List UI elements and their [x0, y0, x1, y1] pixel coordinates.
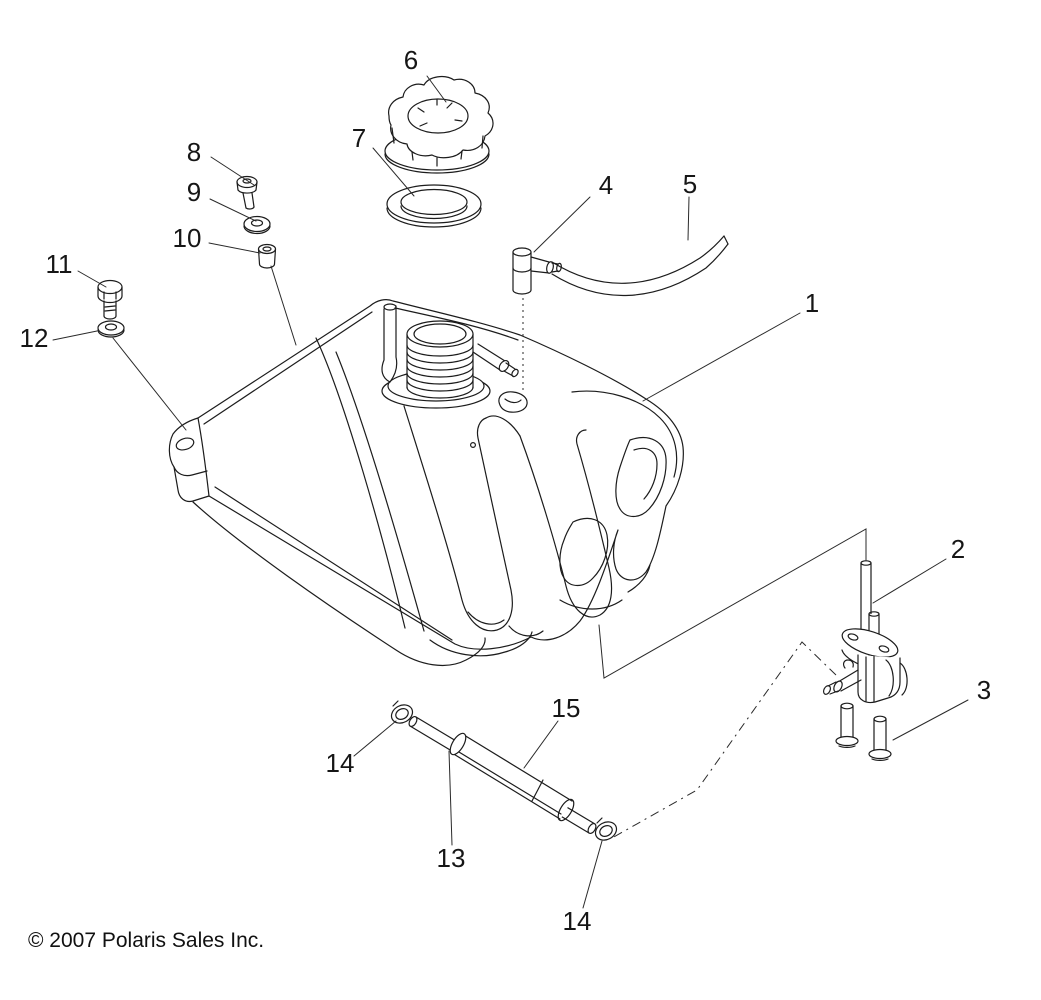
callout-2: 2: [950, 534, 966, 564]
washer-item-12: [97, 320, 125, 338]
washer-item-9: [243, 215, 271, 235]
fuel-tank: [168, 299, 684, 667]
callout-14-rear: 14: [562, 906, 592, 936]
hose-clamp-front: [390, 700, 414, 724]
filler-gasket: [386, 184, 482, 228]
bushing-item-10: [257, 243, 277, 269]
callout-8: 8: [186, 137, 202, 167]
copyright-notice: © 2007 Polaris Sales Inc.: [28, 929, 265, 952]
callout-1: 1: [804, 288, 820, 318]
callout-15: 15: [551, 693, 581, 723]
hose-clamp-rear: [594, 817, 618, 841]
callout-11: 11: [45, 249, 73, 279]
callout-14-front: 14: [325, 748, 355, 778]
callout-7: 7: [351, 123, 367, 153]
leader-lines: [52, 75, 969, 909]
callout-10: 10: [172, 223, 202, 253]
callout-12: 12: [19, 323, 49, 353]
callout-13: 13: [436, 843, 466, 873]
fuel-valve: [822, 560, 908, 704]
callout-4: 4: [598, 170, 614, 200]
callout-3: 3: [976, 675, 992, 705]
bolt-item-11: [97, 279, 123, 320]
vent-fitting: [512, 247, 562, 392]
callout-5: 5: [682, 169, 698, 199]
assembly-alignment-lines: [611, 641, 837, 839]
vent-hose: [551, 235, 729, 296]
callout-9: 9: [186, 177, 202, 207]
callout-6: 6: [403, 45, 419, 75]
valve-mount-bolts: [835, 702, 892, 761]
screw-item-8: [236, 175, 258, 210]
fuel-line-sleeve: [449, 732, 575, 822]
fuel-cap: [384, 75, 494, 174]
